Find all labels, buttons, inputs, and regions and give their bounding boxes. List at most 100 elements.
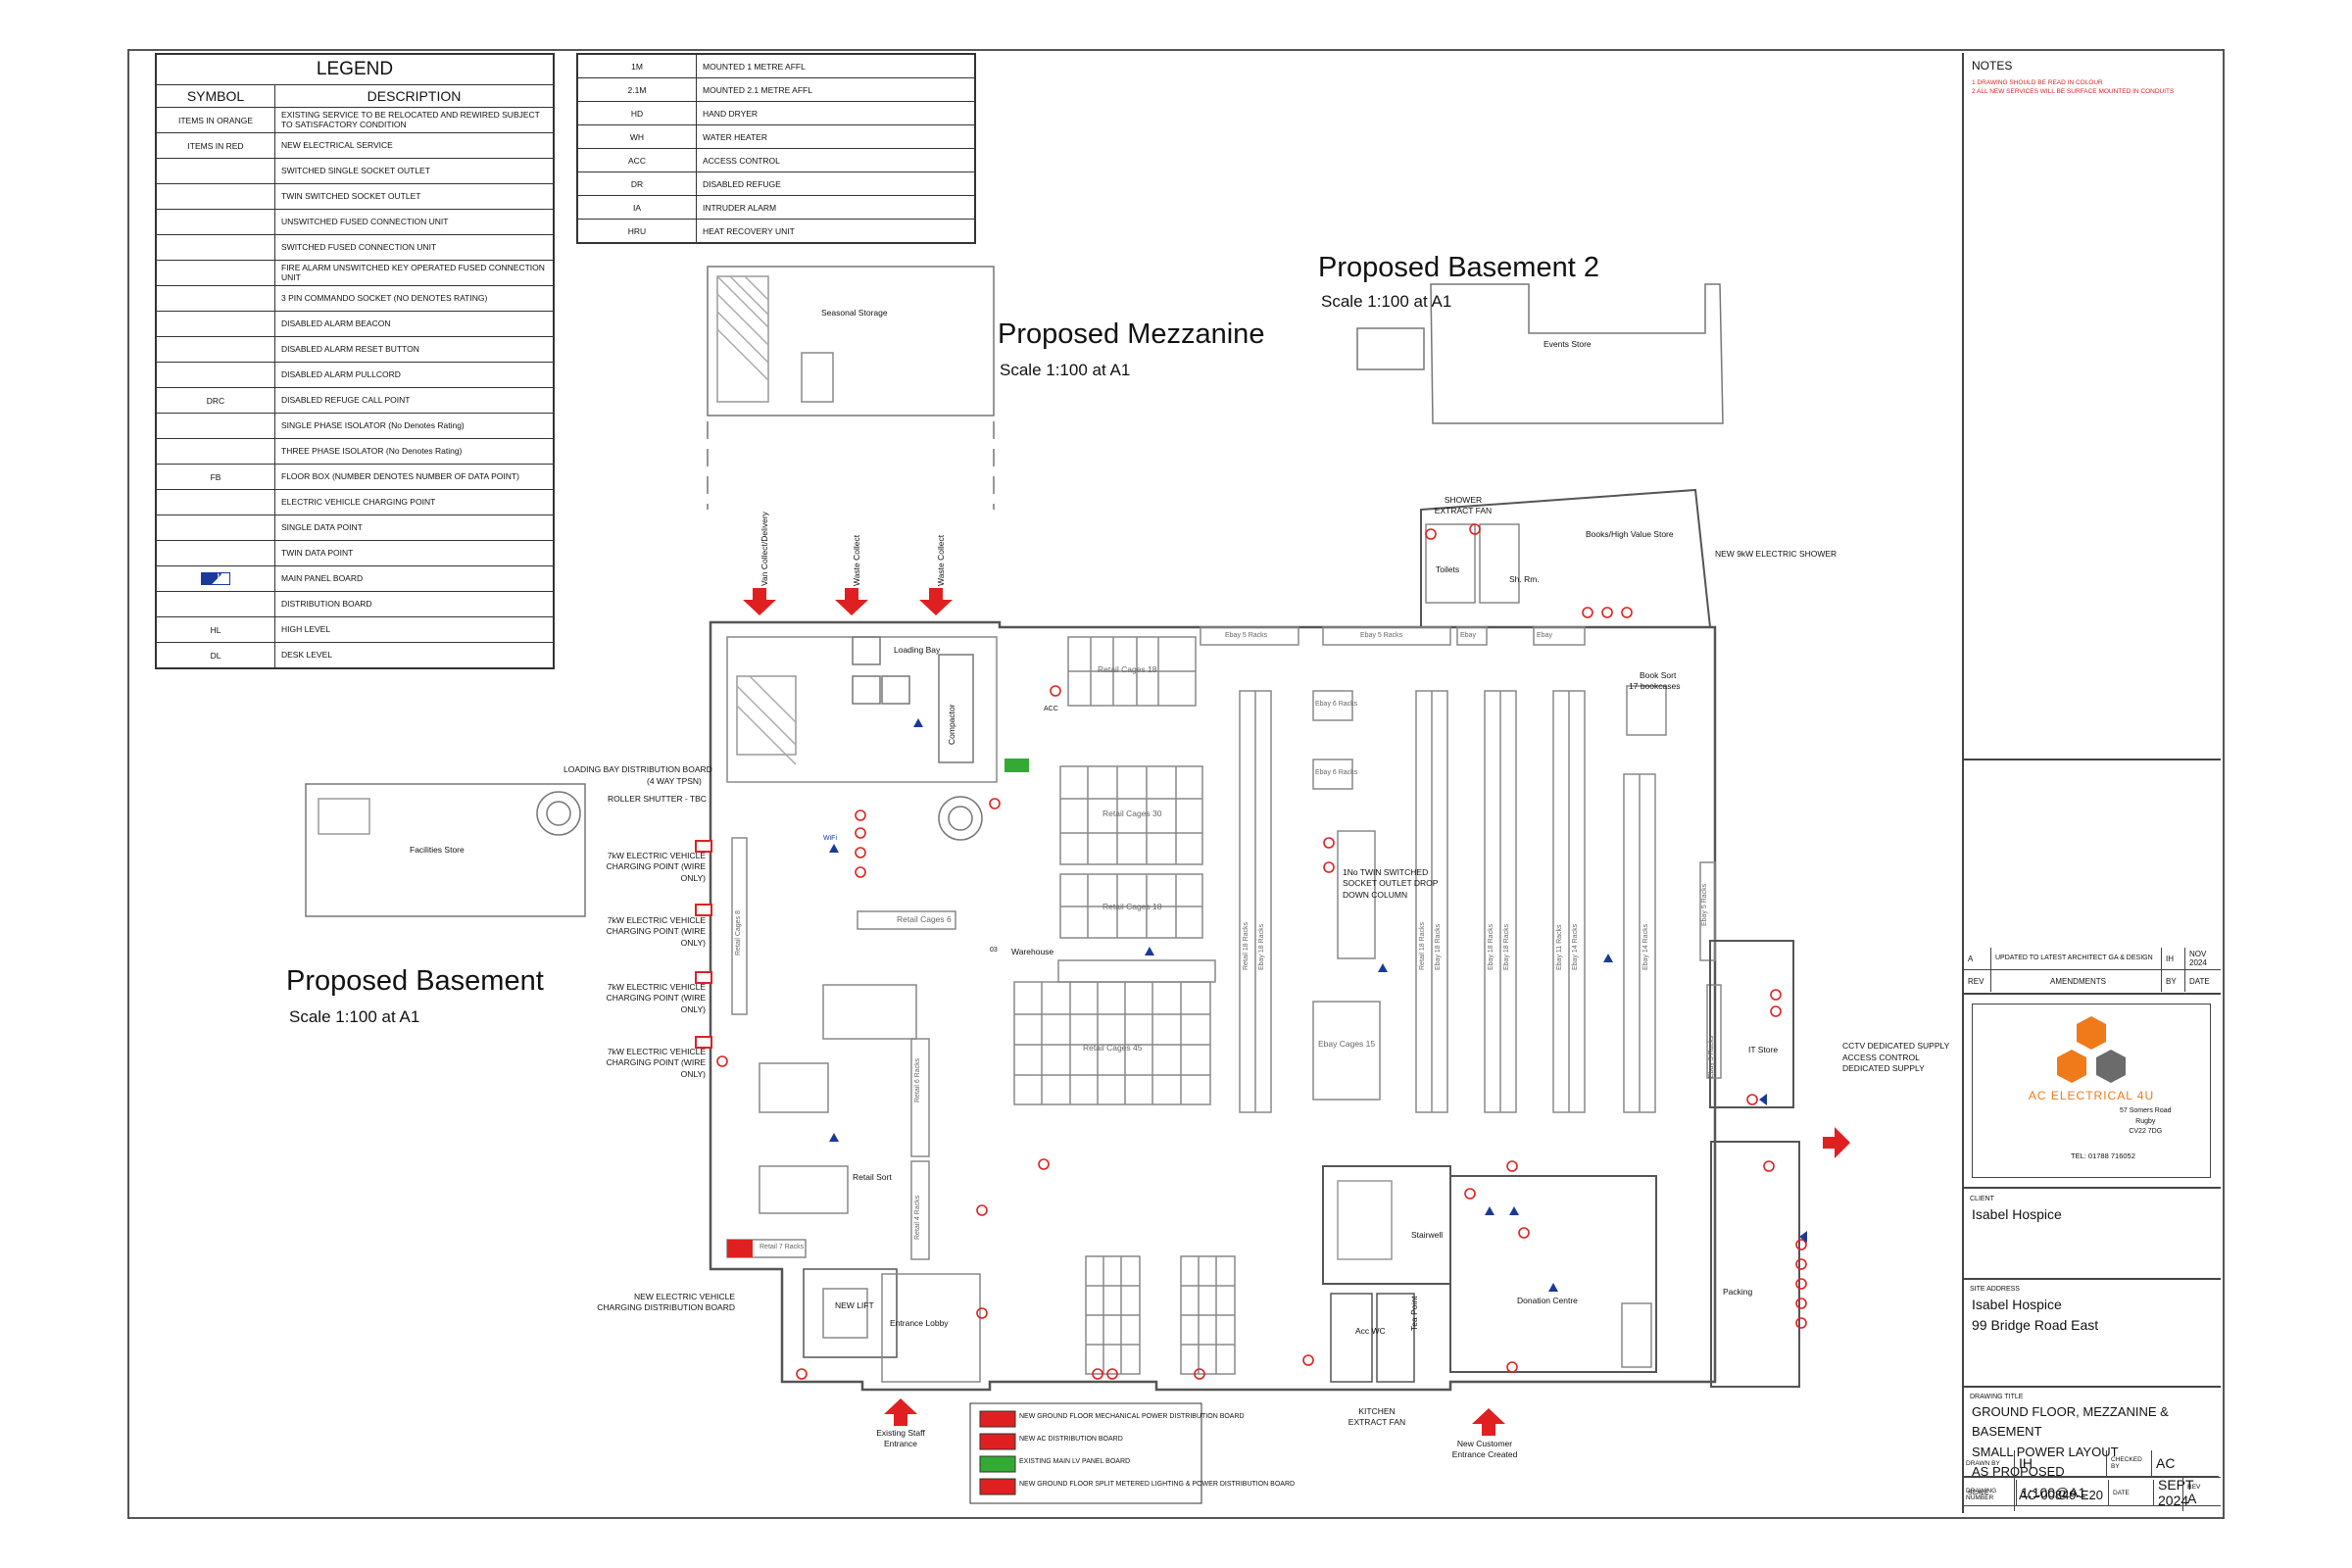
room-bookcases: 17 bookcases: [1629, 681, 1681, 691]
legend-row: 3 PIN COMMANDO SOCKET (NO DENOTES RATING…: [157, 286, 553, 312]
legend-row: TWIN DATA POINT: [157, 541, 553, 566]
legend-description: DISABLED ALARM PULLCORD: [281, 368, 401, 379]
abbreviation-meaning: MOUNTED 2.1 METRE AFFL: [703, 84, 812, 95]
legend-description: UNSWITCHED FUSED CONNECTION UNIT: [281, 216, 449, 226]
legend-description: DISABLED ALARM RESET BUTTON: [281, 343, 419, 354]
label-waste-collect-2: Waste Collect: [936, 534, 946, 586]
mezzanine-hatch-area: [716, 275, 769, 403]
abbreviation-code: HD: [578, 102, 697, 124]
legend-description: MAIN PANEL BOARD: [281, 572, 364, 583]
legend-row: SINGLE DATA POINT: [157, 515, 553, 541]
legend-row: TWIN SWITCHED SOCKET OUTLET: [157, 184, 553, 210]
room-tea-point: Tea Point: [1409, 1296, 1419, 1331]
rack-ebay-5-d: Ebay 5 Racks: [1708, 1035, 1715, 1078]
room-donation-centre: Donation Centre: [1517, 1296, 1578, 1305]
drawing-title-box: DRAWING TITLE GROUND FLOOR, MEZZANINE & …: [1964, 1388, 2221, 1479]
scale-date-row: SCALE 1:100@A1 DATE SEPT 2024: [1964, 1477, 2221, 1508]
legend-row: DISTRIBUTION BOARD: [157, 592, 553, 617]
amendments-table: A UPDATED TO LATEST ARCHITECT GA & DESIG…: [1964, 761, 2221, 995]
label-van-collect: Van Collect/Delivery: [760, 512, 769, 586]
legend-symbol: [157, 541, 275, 565]
legend-symbol: [157, 592, 275, 616]
label-ev-3: 7kW ELECTRIC VEHICLE CHARGING POINT (WIR…: [606, 982, 706, 1014]
client-box: CLIENT Isabel Hospice: [1964, 1190, 2221, 1280]
db-key-3: EXISTING MAIN LV PANEL BOARD: [1019, 1458, 1131, 1465]
room-seasonal-storage: Seasonal Storage: [821, 308, 888, 318]
legend-description: TWIN DATA POINT: [281, 547, 354, 558]
room-loading-bay: Loading Bay: [894, 645, 941, 655]
company-address: 57 Somers Road Rugby CV22 7DG: [2120, 1107, 2172, 1135]
room-events-store: Events Store: [1544, 339, 1592, 349]
abbreviation-row: 2.1M MOUNTED 2.1 METRE AFFL: [578, 78, 974, 102]
mezzanine-outline: [707, 266, 995, 416]
abbreviation-code: WH: [578, 125, 697, 148]
legend-row: DISABLED ALARM PULLCORD: [157, 363, 553, 388]
rack-retail-7: Retail 7 Racks: [760, 1244, 805, 1250]
amend-text: UPDATED TO LATEST ARCHITECT GA & DESIGN: [1991, 948, 2162, 969]
room-it-store: IT Store: [1748, 1045, 1779, 1054]
drawing-border: [127, 49, 2225, 1519]
label-staff-entrance: Existing Staff Entrance: [876, 1428, 925, 1449]
company-logo-panel: AC ELECTRICAL 4U 57 Somers Road Rugby CV…: [1964, 996, 2221, 1189]
hexagon-logo-icon: [2057, 1016, 2126, 1083]
label-shower-fan: SHOWER EXTRACT FAN: [1434, 495, 1493, 516]
amend-date: NOV 2024: [2189, 950, 2207, 967]
abbreviation-code: 2.1M: [578, 78, 697, 101]
legend-description: SWITCHED FUSED CONNECTION UNIT: [281, 241, 437, 252]
legend-symbol: [157, 312, 275, 336]
facilities-store-outline: [305, 783, 586, 917]
rack-ebay-18-d: Ebay 18 Racks: [1503, 923, 1510, 970]
abbreviation-code: HRU: [578, 220, 697, 242]
legend-symbol: [157, 184, 275, 209]
legend-symbol: DRC: [157, 388, 275, 413]
legend-description: FLOOR BOX (NUMBER DENOTES NUMBER OF DATA…: [281, 470, 519, 481]
legend-symbol: ITEMS IN RED: [157, 133, 275, 158]
room-compactor: Compactor: [947, 704, 956, 745]
legend-symbol: DL: [157, 643, 275, 667]
legend-description: SWITCHED SINGLE SOCKET OUTLET: [281, 165, 430, 175]
abbreviation-meaning: MOUNTED 1 METRE AFFL: [703, 61, 806, 72]
legend-symbol: [157, 363, 275, 387]
amend-date-header: DATE: [2189, 976, 2210, 986]
label-ev-4: 7kW ELECTRIC VEHICLE CHARGING POINT (WIR…: [606, 1047, 706, 1079]
amend-by: IH: [2162, 948, 2185, 969]
main-building-outline: [709, 620, 1717, 1392]
legend-description: DESK LEVEL: [281, 649, 332, 660]
rack-ebay-14-a: Ebay 14 Racks: [1572, 923, 1579, 970]
abbreviation-code: DR: [578, 172, 697, 195]
label-customer-entrance: New Customer Entrance Created: [1451, 1439, 1518, 1460]
legend-description: EXISTING SERVICE TO BE RELOCATED AND REW…: [281, 109, 540, 129]
legend-symbol: [157, 286, 275, 311]
abbreviation-meaning: INTRUDER ALARM: [703, 202, 777, 213]
room-books-store: Books/High Value Store: [1586, 529, 1674, 539]
company-name: AC ELECTRICAL 4U: [2028, 1089, 2155, 1102]
legend-symbol-header: SYMBOL: [157, 85, 275, 107]
rack-ebay-18: Ebay 18 Racks: [1258, 923, 1265, 970]
legend-symbol: [157, 159, 275, 183]
rack-retail-cages-8: Retail Cages 8: [735, 910, 742, 956]
db-key-4: NEW GROUND FLOOR SPLIT METERED LIGHTING …: [1019, 1481, 1296, 1488]
room-warehouse: Warehouse: [1011, 947, 1054, 956]
legend-row: SWITCHED FUSED CONNECTION UNIT: [157, 235, 553, 261]
notes-heading: NOTES: [1972, 59, 2013, 73]
legend-row: THREE PHASE ISOLATOR (No Denotes Rating): [157, 439, 553, 465]
basement-scale: Scale 1:100 at A1: [289, 1007, 420, 1026]
legend-description-header: DESCRIPTION: [367, 88, 462, 104]
amend-header: AMENDMENTS: [1991, 970, 2162, 992]
legend-row: DISABLED ALARM BEACON: [157, 312, 553, 337]
label-cctv: CCTV DEDICATED SUPPLY: [1842, 1041, 1950, 1051]
rack-retail-18-b: Retail 18 Racks: [1419, 921, 1426, 970]
legend-description: SINGLE DATA POINT: [281, 521, 363, 532]
rack-ebay-11: Ebay 11 Racks: [1556, 924, 1563, 970]
site-address-box: SITE ADDRESS Isabel Hospice 99 Bridge Ro…: [1964, 1280, 2221, 1388]
legend-description: DISTRIBUTION BOARD: [281, 598, 372, 609]
drawing-number-row: DRAWING NUMBER AC-00849-E20 REV A: [1962, 1478, 2219, 1511]
room-new-lift: NEW LIFT: [835, 1300, 874, 1310]
legend-description: TWIN SWITCHED SOCKET OUTLET: [281, 190, 421, 201]
